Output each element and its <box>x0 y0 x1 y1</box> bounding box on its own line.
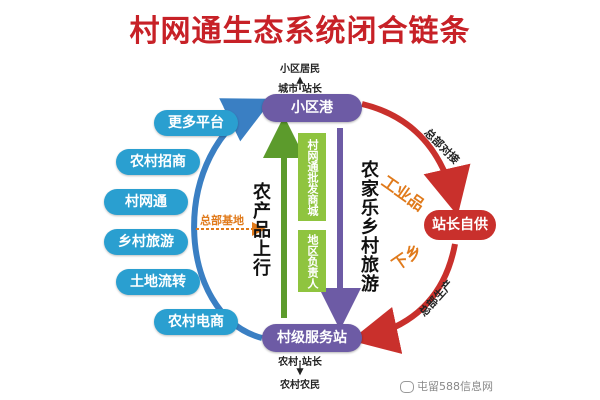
top-label-city-station: 城市·站长 <box>278 84 322 95</box>
bottom-label-village-station: 农村·站长 <box>278 357 322 368</box>
top-label-residents: 小区居民 <box>280 64 320 75</box>
pill-cunwangtong: 村网通 <box>104 189 188 215</box>
wechat-icon <box>400 381 414 393</box>
label-headquarters-base: 总部基地 <box>200 214 244 227</box>
pill-rural-tourism: 乡村旅游 <box>104 229 188 255</box>
pill-rural-ecommerce: 农村电商 <box>154 309 238 335</box>
right-red-arc-top <box>361 101 471 216</box>
bottom-label-farmers: 农村农民 <box>280 380 320 391</box>
label-agri-products-upward: 农产品上行 <box>250 182 271 277</box>
right-red-arc-bottom <box>350 243 458 354</box>
diagram-title: 村网通生态系统闭合链条 <box>129 14 471 49</box>
node-station-self-supply: 站长自供 <box>424 210 496 240</box>
watermark: 屯留588信息网 <box>400 378 493 394</box>
pill-more-platforms: 更多平台 <box>154 110 238 136</box>
pill-rural-investment: 农村招商 <box>116 149 200 175</box>
green-box-regional-manager: 地区负责人 <box>298 230 326 292</box>
label-farmhouse-tourism: 农家乐乡村旅游 <box>358 160 379 293</box>
node-xiaoqugang: 小区港 <box>262 94 362 122</box>
pill-land-transfer: 土地流转 <box>116 269 200 295</box>
node-village-service-station: 村级服务站 <box>262 324 362 352</box>
green-box-wholesale-mall: 村网通批发商城 <box>298 133 326 221</box>
watermark-text: 屯留588信息网 <box>417 380 493 393</box>
